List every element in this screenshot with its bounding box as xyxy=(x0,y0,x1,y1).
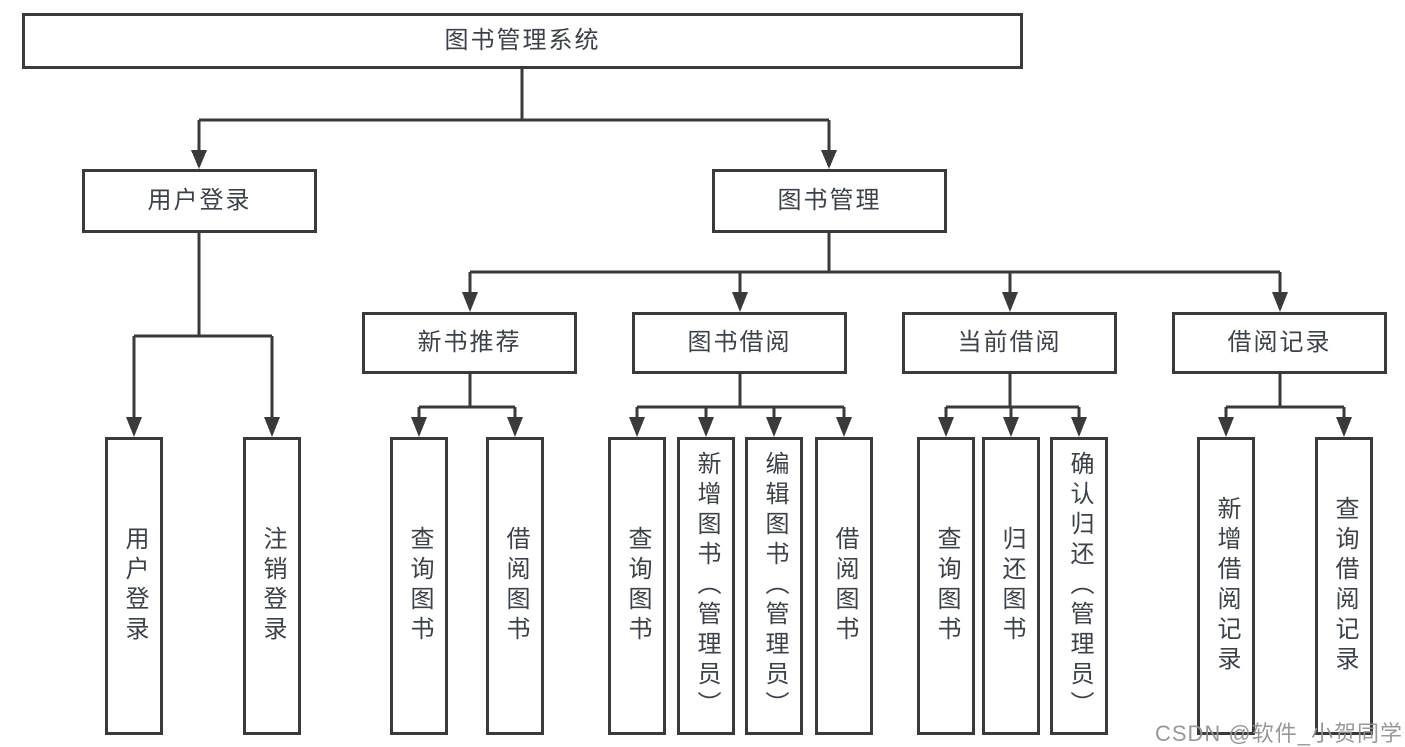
node-label: 注销登录 xyxy=(259,526,286,646)
node-label: 当前借阅 xyxy=(957,329,1062,356)
node-label: 图书借阅 xyxy=(687,329,792,356)
node-label: 用户登录 xyxy=(121,526,148,646)
connector-segment xyxy=(417,374,517,418)
node-label: 确认归还（管理员） xyxy=(1066,451,1093,721)
connector-segment xyxy=(635,374,846,418)
node-label: 查询图书 xyxy=(406,526,433,646)
node-label: 借阅图书 xyxy=(831,526,858,646)
connector-book-mgmt-to-children xyxy=(462,233,1288,312)
node-label: 图书管理系统 xyxy=(444,27,601,54)
arrowhead-icon xyxy=(191,150,837,169)
node-library-management-system: 图书管理系统 xyxy=(22,13,1023,69)
connector-root-to-children xyxy=(191,69,837,169)
leaf-query-borrow-record: 查询借阅记录 xyxy=(1315,437,1373,735)
node-new-book-recommend: 新书推荐 xyxy=(362,312,577,374)
connector-current-borrow-to-children xyxy=(938,374,1087,437)
leaf-return-books: 归还图书 xyxy=(982,437,1040,735)
leaf-user-login: 用户登录 xyxy=(105,437,163,735)
leaf-add-borrow-record: 新增借阅记录 xyxy=(1197,437,1255,735)
node-label: 新增借阅记录 xyxy=(1213,496,1240,676)
node-book-management: 图书管理 xyxy=(712,169,947,233)
connector-user-login-to-children xyxy=(126,233,280,437)
watermark-text: CSDN @软件_小贺同学 xyxy=(1154,721,1403,746)
connector-segment xyxy=(197,69,831,151)
node-label: 查询图书 xyxy=(624,526,651,646)
arrowhead-icon xyxy=(1218,417,1352,437)
node-label: 借阅记录 xyxy=(1227,329,1332,356)
leaf-query-books-2: 查询图书 xyxy=(608,437,666,735)
arrowhead-icon xyxy=(629,417,852,437)
node-borrowing-records: 借阅记录 xyxy=(1172,312,1387,374)
node-label: 归还图书 xyxy=(998,526,1025,646)
connector-book-borrow-to-children xyxy=(629,374,852,437)
connector-borrow-record-to-children xyxy=(1218,374,1352,437)
connector-new-book-to-children xyxy=(411,374,523,437)
node-label: 用户登录 xyxy=(147,187,252,214)
connector-segment xyxy=(132,233,274,418)
leaf-borrow-books-1: 借阅图书 xyxy=(486,437,544,735)
leaf-confirm-return-admin: 确认归还（管理员） xyxy=(1050,437,1108,735)
node-label: 新书推荐 xyxy=(417,329,522,356)
node-label: 查询图书 xyxy=(933,526,960,646)
connector-segment xyxy=(944,374,1081,418)
leaf-borrow-books-2: 借阅图书 xyxy=(815,437,873,735)
arrowhead-icon xyxy=(462,292,1288,312)
connector-segment xyxy=(468,233,1282,293)
arrowhead-icon xyxy=(411,417,523,437)
arrowhead-icon xyxy=(126,417,280,437)
node-label: 借阅图书 xyxy=(502,526,529,646)
node-label: 编辑图书（管理员） xyxy=(761,451,788,721)
leaf-query-books-3: 查询图书 xyxy=(917,437,975,735)
leaf-edit-books-admin: 编辑图书（管理员） xyxy=(745,437,803,735)
node-current-borrowing: 当前借阅 xyxy=(902,312,1117,374)
arrowhead-icon xyxy=(938,417,1087,437)
leaf-logout: 注销登录 xyxy=(243,437,301,735)
node-book-borrowing: 图书借阅 xyxy=(632,312,847,374)
node-label: 新增图书（管理员） xyxy=(693,451,720,721)
leaf-add-books-admin: 新增图书（管理员） xyxy=(677,437,735,735)
node-label: 图书管理 xyxy=(777,187,882,214)
connector-segment xyxy=(1224,374,1346,418)
node-user-login: 用户登录 xyxy=(82,169,317,233)
node-label: 查询借阅记录 xyxy=(1331,496,1358,676)
leaf-query-books-1: 查询图书 xyxy=(390,437,448,735)
